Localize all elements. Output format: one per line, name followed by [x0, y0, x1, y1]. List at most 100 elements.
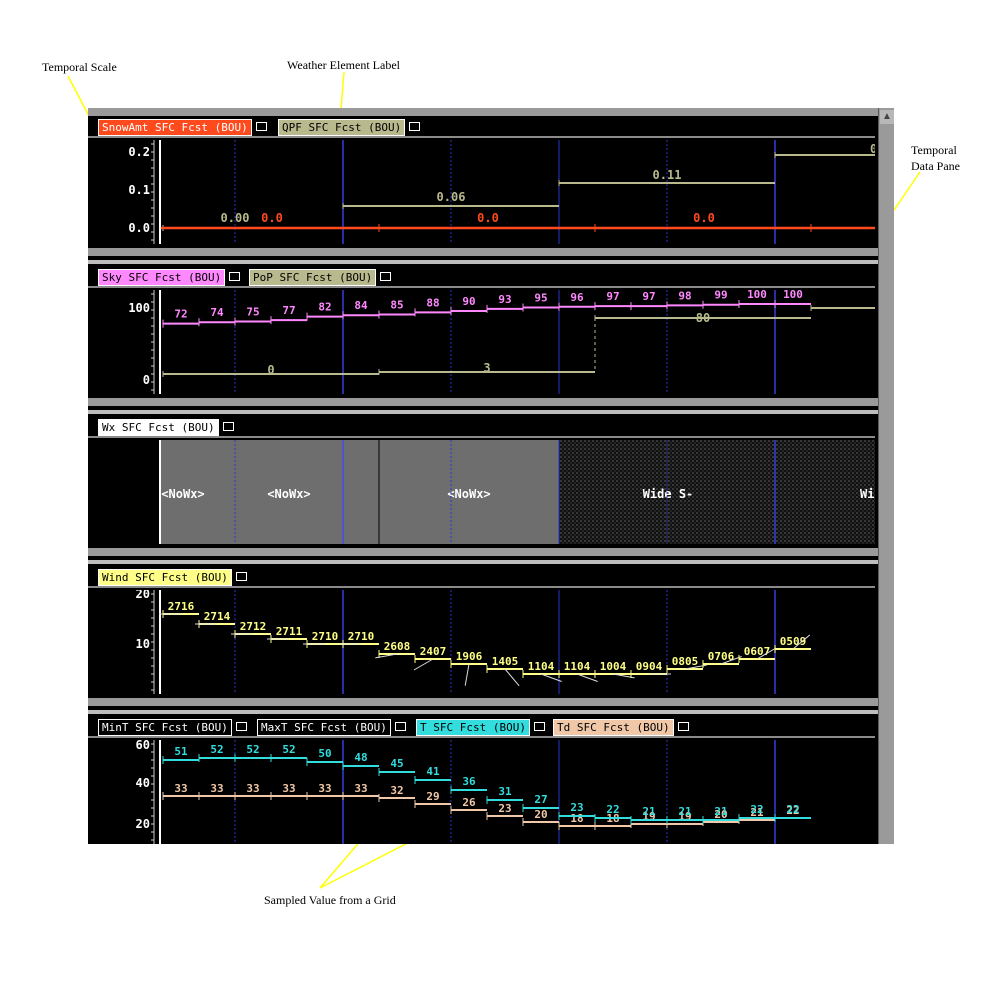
wx-toggle-box[interactable] [223, 422, 234, 431]
sky-pop-label-bar: Sky SFC Fcst (BOU) PoP SFC Fcst (BOU) [88, 266, 875, 288]
pane-separator[interactable] [88, 248, 878, 256]
sky-value: 90 [462, 295, 475, 308]
sky-value: 99 [714, 290, 727, 302]
qpf-element-label[interactable]: QPF SFC Fcst (BOU) [278, 119, 406, 136]
wind-toggle-box[interactable] [236, 572, 247, 581]
t-value: 48 [354, 751, 367, 764]
temporal-annotation-line2: Data Pane [911, 159, 960, 173]
wx-element-label[interactable]: Wx SFC Fcst (BOU) [98, 419, 219, 436]
vertical-scrollbar[interactable]: ▲ [878, 108, 894, 844]
wind-value: 2712 [240, 620, 267, 633]
wind-value: 0904 [636, 660, 663, 673]
td-value: 22 [786, 804, 799, 817]
td-element-label[interactable]: Td SFC Fcst (BOU) [553, 719, 674, 736]
temperature-label-bar: MinT SFC Fcst (BOU) MaxT SFC Fcst (BOU) … [88, 716, 875, 738]
wind-value: 2407 [420, 645, 447, 658]
qpf-value: 0.11 [653, 168, 682, 182]
scroll-up-arrow-icon[interactable]: ▲ [880, 110, 894, 124]
wx-label: <NoWx> [447, 487, 490, 501]
td-value: 33 [318, 782, 331, 795]
t-element-label[interactable]: T SFC Fcst (BOU) [416, 719, 530, 736]
t-value: 52 [210, 743, 223, 756]
temporal-annotation-line1: Temporal [911, 143, 957, 157]
sky-value: 82 [318, 301, 331, 314]
wind-value: 0607 [744, 645, 771, 658]
pane-separator-light [88, 560, 878, 564]
pane-separator[interactable] [88, 548, 878, 556]
sky-toggle-box[interactable] [229, 272, 240, 281]
wind-tick-10: 10 [136, 637, 150, 651]
wind-element-label[interactable]: Wind SFC Fcst (BOU) [98, 569, 232, 586]
wind-barb [504, 668, 520, 687]
td-value: 23 [498, 802, 511, 815]
temporal-scale-annotation: Temporal Scale [42, 60, 117, 74]
wind-value: 1004 [600, 660, 627, 673]
mint-element-label[interactable]: MinT SFC Fcst (BOU) [98, 719, 232, 736]
maxt-toggle-box[interactable] [395, 722, 406, 731]
wind-barb [540, 673, 562, 682]
wind-barb [375, 653, 398, 659]
sky-element-label[interactable]: Sky SFC Fcst (BOU) [98, 269, 226, 286]
wind-barb [720, 656, 742, 665]
sky-value: 72 [174, 308, 187, 321]
t-value: 36 [462, 775, 476, 788]
t-value: 51 [174, 745, 188, 758]
sky-value: 77 [282, 304, 295, 317]
pane-separator[interactable] [88, 398, 878, 406]
snow-value: 0.0 [477, 211, 499, 225]
wx-panel: Wx SFC Fcst (BOU) <NoWx> <NoWx> <NoWx> W… [88, 416, 878, 548]
t-value: 45 [390, 757, 403, 770]
pop-element-label[interactable]: PoP SFC Fcst (BOU) [249, 269, 377, 286]
td-value: 29 [426, 790, 439, 803]
wind-barb [464, 663, 470, 686]
wx-label: <NoWx> [161, 487, 204, 501]
wind-barb [413, 658, 434, 671]
td-value: 26 [462, 796, 476, 809]
qpf-toggle-box[interactable] [409, 122, 420, 131]
pop-toggle-box[interactable] [380, 272, 391, 281]
t-value: 52 [282, 743, 295, 756]
td-value: 20 [534, 808, 547, 821]
t-toggle-box[interactable] [534, 722, 545, 731]
wx-label-bar: Wx SFC Fcst (BOU) [88, 416, 875, 438]
mint-toggle-box[interactable] [236, 722, 247, 731]
sky-tick-0: 0 [143, 373, 150, 387]
snow-qpf-panel: SnowAmt SFC Fcst (BOU) QPF SFC Fcst (BOU… [88, 116, 878, 248]
temp-tick-40: 40 [136, 776, 150, 790]
pane-separator-light [88, 410, 878, 414]
wind-value: 0706 [708, 650, 735, 663]
t-value: 22 [750, 803, 763, 816]
wind-barb [756, 647, 777, 660]
td-value: 33 [210, 782, 223, 795]
t-value: 22 [606, 803, 619, 816]
weather-element-label-annotation: Weather Element Label [287, 58, 400, 72]
wind-value: 2710 [348, 630, 375, 643]
t-value: 41 [426, 765, 440, 778]
snowamt-element-label[interactable]: SnowAmt SFC Fcst (BOU) [98, 119, 252, 136]
snowamt-toggle-box[interactable] [256, 122, 267, 131]
t-value: 50 [318, 747, 331, 760]
pane-separator[interactable] [88, 698, 878, 706]
wind-value: 2716 [168, 600, 195, 613]
wind-barb [792, 634, 811, 650]
temporal-editor-window: SnowAmt SFC Fcst (BOU) QPF SFC Fcst (BOU… [88, 108, 894, 844]
wind-value: 2608 [384, 640, 411, 653]
sky-tick-100: 100 [128, 301, 150, 315]
wind-value: 0509 [780, 635, 807, 648]
wind-value: 2711 [276, 625, 303, 638]
td-toggle-box[interactable] [678, 722, 689, 731]
wind-value: 1405 [492, 655, 519, 668]
nowx-block [161, 440, 559, 544]
t-value: 31 [498, 785, 512, 798]
sampled-value-annotation: Sampled Value from a Grid [264, 893, 396, 907]
temp-tick-60: 60 [136, 740, 150, 752]
sky-value: 93 [498, 293, 511, 306]
td-value: 33 [246, 782, 259, 795]
maxt-element-label[interactable]: MaxT SFC Fcst (BOU) [257, 719, 391, 736]
td-value: 33 [174, 782, 187, 795]
t-value: 27 [534, 793, 547, 806]
td-value: 20 [714, 808, 727, 821]
